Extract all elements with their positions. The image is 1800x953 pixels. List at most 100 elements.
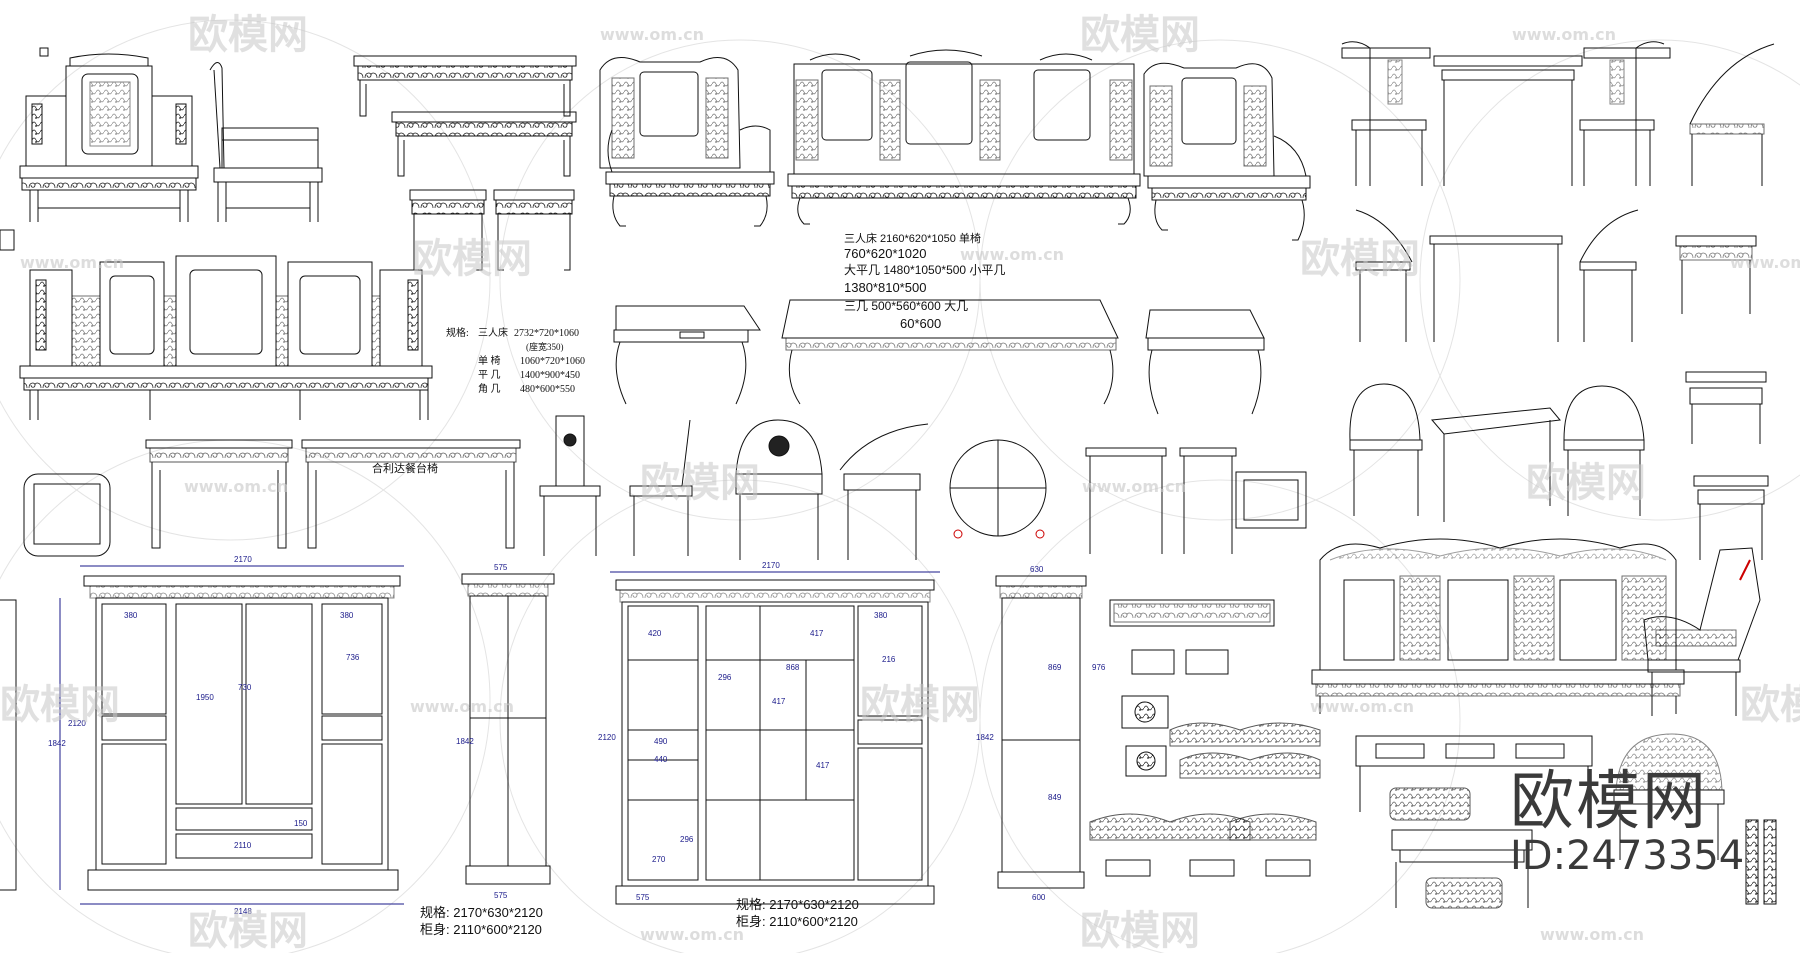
watermark-brand: 欧模网: [1740, 682, 1800, 728]
watermark-brand: 欧模网: [640, 460, 760, 506]
spec-b-row3-label: 平 几: [478, 369, 501, 381]
round-table-plan: [949, 439, 1047, 539]
wardrobe-side-dim-0: 630: [1030, 565, 1044, 574]
wardrobe-side-dim-5: 1842: [976, 733, 994, 742]
spec-a-line1: 三人床 2160*620*1050 单椅: [844, 231, 981, 245]
watermark-brand: 欧模网: [188, 12, 308, 58]
carved-armchair-side: [1643, 547, 1761, 716]
wardrobe-b-dim-6: 440: [654, 755, 668, 764]
wardrobe-a-dim-3: 2120: [68, 719, 86, 728]
spec-b-row2-value: 1060*720*1060: [520, 356, 585, 367]
wardrobe-b-spec2: 柜身: 2110*600*2120: [736, 914, 858, 929]
ming-table-chairs-front: [1341, 41, 1775, 186]
wardrobe-side-dim-4: 600: [1032, 893, 1046, 902]
carving-detail-pieces: [1089, 599, 1321, 877]
wardrobe-a-dim-4: 1842: [48, 739, 66, 748]
watermark-brand: 欧模网: [412, 236, 532, 282]
spec-b-row3-value: 1400*900*450: [520, 370, 580, 381]
wardrobe-b-dim-12: 575: [636, 893, 650, 902]
spec-b-row1-value: 2732*720*1060: [514, 328, 579, 339]
coffee-tables-row: [613, 299, 1265, 415]
wardrobe-side-dim-1: 869: [1048, 663, 1062, 672]
wardrobe-b-dim-2: 296: [718, 673, 732, 682]
long-bench-views: [353, 55, 577, 271]
wardrobe-b-dim-0: 420: [648, 629, 662, 638]
three-seat-sofa-front-view: [19, 255, 433, 420]
wardrobe-a-side-height-dim: 1842: [456, 737, 474, 746]
small-cabinet-side: [23, 473, 111, 557]
ornate-armchair-left: [599, 57, 775, 227]
watermark-url: www.om.cn: [600, 25, 704, 44]
wardrobe-b-dimensions: 2170 420 417 296 868 417 490 440 417 296…: [598, 561, 896, 902]
wardrobe-b-front-elevation: [610, 571, 940, 905]
wardrobe-b-spec1: 规格: 2170*630*2120: [736, 897, 859, 912]
wardrobe-a-side-dims: 575 575 1842: [456, 563, 508, 900]
wardrobe-a-dim-9: 150: [294, 819, 308, 828]
spec-b-row1-label: 三人床: [478, 326, 508, 339]
wardrobe-a-dimensions: 2170 380 1950 730 2120 1842 2110 2148 38…: [48, 555, 360, 916]
wardrobe-a-side-bottom-dim: 575: [494, 891, 508, 900]
round-back-armchair-side: [839, 423, 929, 560]
spec-a-line3: 大平几 1480*1050*500 小平几: [844, 263, 1005, 277]
dining-chair-side: [629, 419, 693, 556]
wardrobe-a-dim-6: 2148: [234, 907, 252, 916]
watermark-brand: 欧模网: [188, 908, 308, 953]
watermark-url: www.om.cn: [1540, 925, 1644, 944]
wardrobe-b-dim-13: 2120: [598, 733, 616, 742]
wardrobe-b-dim-4: 417: [772, 697, 786, 706]
wardrobe-b-dim-7: 417: [816, 761, 830, 770]
watermark-url: www.om.cn: [960, 245, 1064, 264]
wardrobe-b-dim-11: 270: [652, 855, 666, 864]
armchair-side-view: [209, 62, 323, 222]
wardrobe-a-dim-8: 736: [346, 653, 360, 662]
watermark-brand: 欧模网: [0, 682, 120, 728]
wardrobe-a-spec2: 柜身: 2110*600*2120: [420, 922, 542, 937]
armchair-front-view: [19, 47, 199, 222]
spec-b-row1-note: (座宽350): [526, 341, 564, 352]
wardrobe-b-dim-8: 296: [680, 835, 694, 844]
wardrobe-a-dim-2: 730: [238, 683, 252, 692]
wardrobe-a-side-top-dim: 575: [494, 563, 508, 572]
watermark-url: www.om.cn: [410, 697, 514, 716]
watermark-brand: 欧模网: [1080, 12, 1200, 58]
wardrobe-a-front-elevation: [59, 565, 404, 905]
wardrobe-b-side-dims: 630 869 976 849 600 1842: [976, 565, 1106, 902]
carved-tea-table-set: [1355, 733, 1725, 909]
watermark-url: www.om.cn: [1310, 697, 1414, 716]
wardrobe-b-dim-3: 868: [786, 663, 800, 672]
big-ornate-sofa: [1311, 538, 1685, 714]
watermark-url: www.om.cn: [20, 253, 124, 272]
partial-cabinet-left-edge: [0, 229, 17, 891]
wardrobe-side-dim-2: 976: [1092, 663, 1106, 672]
wardrobe-b-width-dim: 2170: [762, 561, 780, 570]
watermark-brand: 欧模网: [1080, 908, 1200, 953]
spec-a-line4: 1380*810*500: [844, 280, 926, 295]
wardrobe-a-dim-0: 380: [124, 611, 138, 620]
spec-a-line5: 三几 500*560*600 大几: [844, 299, 968, 313]
watermark-layer: 欧模网 www.om.cn 欧模网 www.om.cn www.om.cn 欧模…: [0, 12, 1800, 953]
wardrobe-side-dim-3: 849: [1048, 793, 1062, 802]
ornate-three-seat-sofa: [787, 49, 1141, 225]
watermark-url: www.om.cn: [640, 925, 744, 944]
wardrobe-a-dim-7: 380: [340, 611, 354, 620]
wardrobe-a-spec1: 规格: 2170*630*2120: [420, 905, 543, 920]
watermark-brand: 欧模网: [1526, 460, 1646, 506]
spec-b-row4-label: 角 几: [478, 383, 501, 395]
wardrobe-a-width-dim: 2170: [234, 555, 252, 564]
spec-b-row2-label: 单 椅: [478, 354, 501, 367]
carved-panels-right-edge: [1745, 819, 1777, 905]
watermark-brand: 欧模网: [1300, 236, 1420, 282]
ming-table-chairs-3d: [1349, 371, 1769, 560]
wardrobe-a-side-elevation: [461, 573, 555, 885]
long-dining-table: [145, 439, 521, 549]
spec-b-title: 规格:: [446, 326, 469, 339]
side-table-views: [1085, 447, 1307, 554]
ming-table-chairs-side: [1355, 209, 1757, 342]
sofa-set-b-spec-table: 规格: 三人床 2732*720*1060 (座宽350) 单 椅 1060*7…: [446, 326, 585, 395]
watermark-url: www.om.cn: [1512, 25, 1616, 44]
spec-b-row4-value: 480*600*550: [520, 384, 575, 395]
watermark-url: www.om.cn: [184, 477, 288, 496]
spec-a-line2: 760*620*1020: [844, 246, 926, 261]
spec-a-line6: 60*600: [900, 316, 941, 331]
